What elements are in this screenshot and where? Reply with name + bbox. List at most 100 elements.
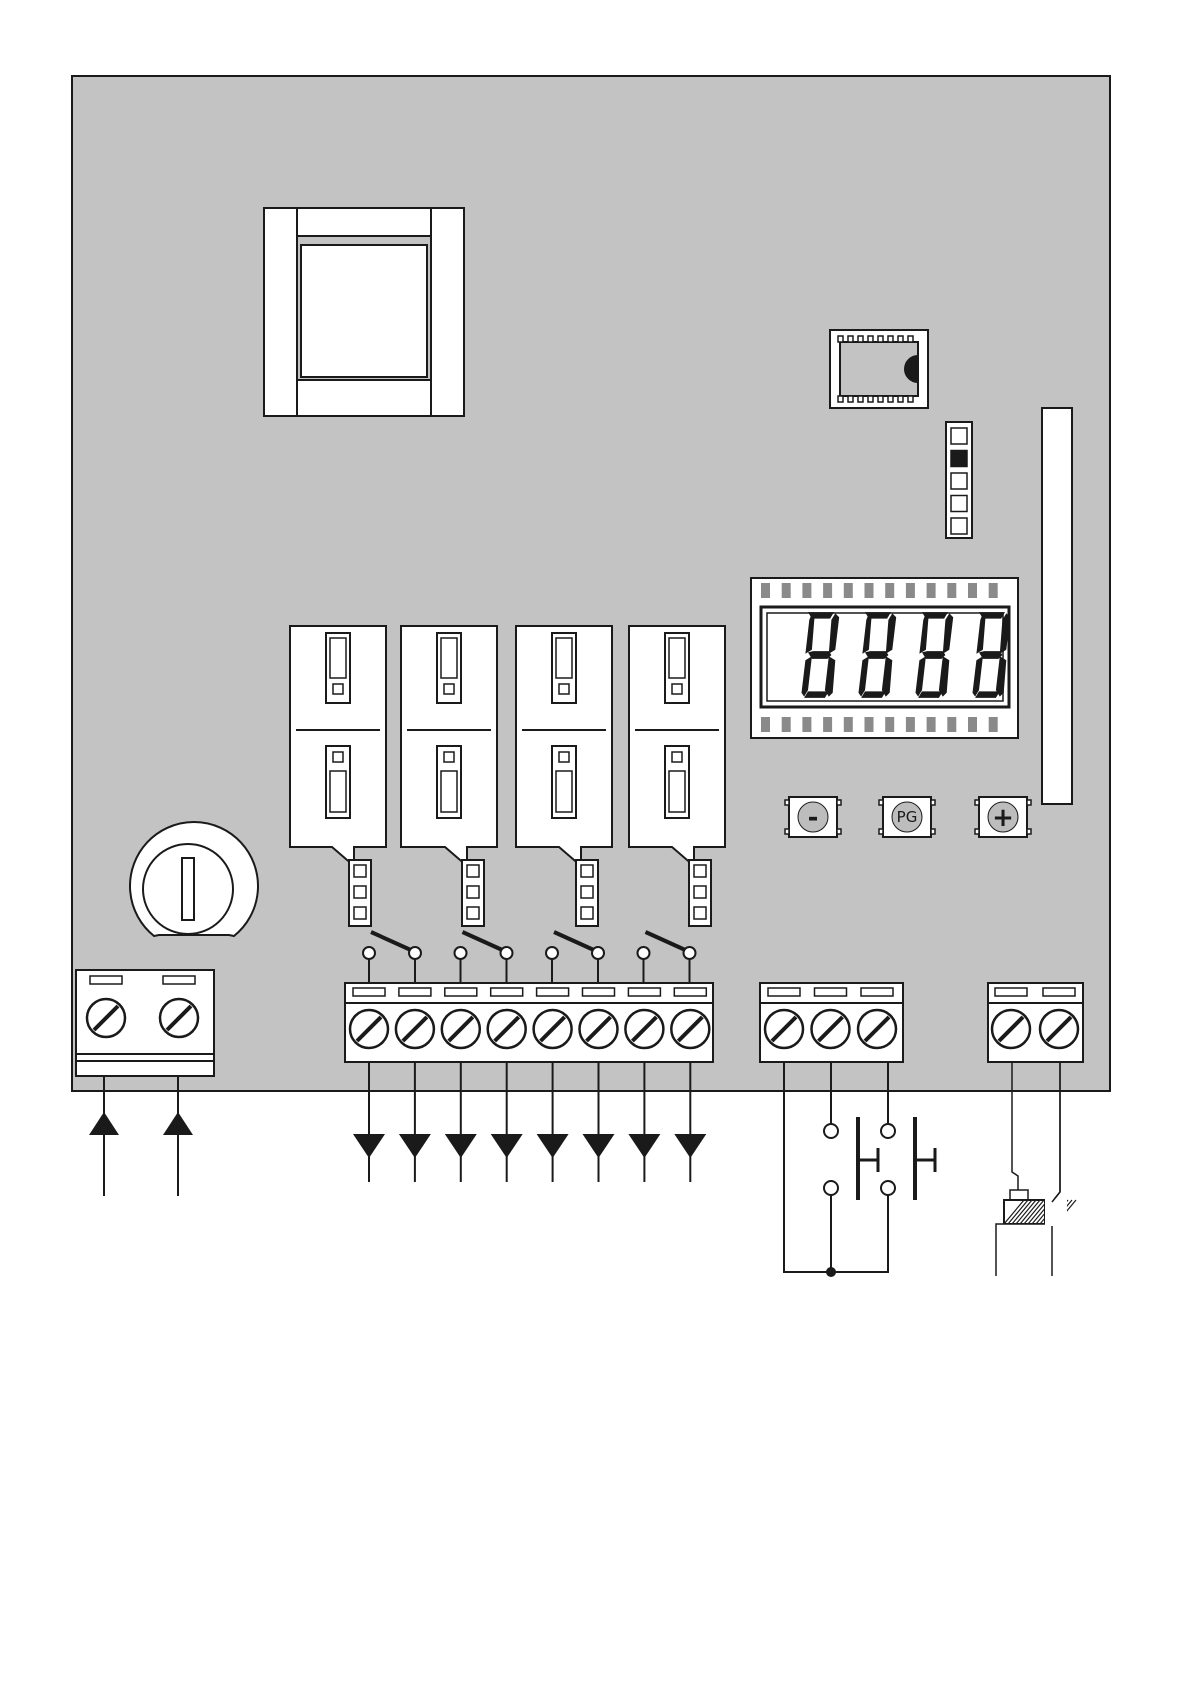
status-pin-header: [946, 422, 972, 538]
jumper-pin: [354, 907, 366, 919]
coax-cable-icon: [996, 1062, 1076, 1276]
display-pin: [947, 583, 956, 598]
switch-contact: [546, 947, 558, 959]
button-leg: [837, 800, 841, 805]
rotary-fuse-icon: [130, 822, 258, 936]
pin: [951, 473, 967, 489]
screw-icon[interactable]: [87, 999, 125, 1037]
button-contact: [881, 1124, 895, 1138]
pin-active: [951, 451, 967, 467]
ic-pin: [908, 336, 913, 342]
display-pin: [906, 717, 915, 732]
terminal-slot: [445, 988, 477, 996]
hatch-mask: [1045, 1198, 1067, 1226]
screw-icon[interactable]: [580, 1010, 618, 1048]
display-pin: [927, 583, 936, 598]
plus-icon: +: [992, 803, 1014, 833]
terminal-slot: [628, 988, 660, 996]
terminal-slot: [163, 976, 195, 984]
screw-icon[interactable]: [442, 1010, 480, 1048]
ic-pin: [838, 336, 843, 342]
display-segment: [975, 691, 1000, 698]
screw-icon[interactable]: [160, 999, 198, 1037]
power-input-wires: [89, 1076, 193, 1196]
display-segment: [804, 691, 829, 698]
display-pin: [968, 717, 977, 732]
terminal-block-push-buttons: [760, 983, 903, 1062]
display-segment: [922, 651, 945, 659]
jumper-pin: [467, 886, 479, 898]
terminal-slot: [674, 988, 706, 996]
display-pin: [865, 717, 874, 732]
jumper-pin: [467, 907, 479, 919]
jumper-cap: [441, 771, 457, 812]
display-pin: [844, 583, 853, 598]
screw-icon[interactable]: [992, 1010, 1030, 1048]
display-pin: [802, 583, 811, 598]
plus-button[interactable]: +: [975, 797, 1031, 837]
push-button-wiring: [784, 1062, 935, 1277]
screw-icon[interactable]: [534, 1010, 572, 1048]
jumper-cap: [669, 638, 685, 678]
terminal-block-antenna: [988, 983, 1083, 1062]
display-pin: [761, 583, 770, 598]
terminal-slot: [537, 988, 569, 996]
switch-contact: [592, 947, 604, 959]
push-button-icon: [824, 1117, 878, 1200]
jumper-pin: [354, 865, 366, 877]
screw-icon[interactable]: [858, 1010, 896, 1048]
seven-segment-display: [751, 578, 1018, 738]
screw-icon[interactable]: [488, 1010, 526, 1048]
display-pin: [823, 717, 832, 732]
jumper-cap: [669, 771, 685, 812]
jumper-pin: [581, 865, 593, 877]
switch-contact: [501, 947, 513, 959]
ic-pin: [888, 336, 893, 342]
terminal-slot: [768, 988, 800, 996]
button-leg: [837, 829, 841, 834]
jumper-pin: [333, 684, 343, 694]
junction-dot: [826, 1267, 836, 1277]
terminal-slot: [583, 988, 615, 996]
switch-contact: [638, 947, 650, 959]
button-leg: [879, 800, 883, 805]
arrow-down-icon: [674, 1134, 706, 1158]
screw-icon[interactable]: [625, 1010, 663, 1048]
display-pin: [906, 583, 915, 598]
ic-pin: [878, 336, 883, 342]
terminal-block-power-input: [76, 970, 214, 1076]
screw-icon[interactable]: [1040, 1010, 1078, 1048]
jumper-pin: [672, 752, 682, 762]
transformer-icon: [264, 208, 464, 416]
display-segment: [861, 691, 886, 698]
expansion-connector: [1042, 408, 1072, 804]
jumper-cap: [441, 638, 457, 678]
jumper-cap: [556, 771, 572, 812]
minus-button[interactable]: -: [785, 797, 841, 837]
display-pin: [885, 717, 894, 732]
button-leg: [785, 829, 789, 834]
jumper-pin: [444, 684, 454, 694]
screw-icon[interactable]: [812, 1010, 850, 1048]
screw-icon[interactable]: [350, 1010, 388, 1048]
ic-pin: [898, 396, 903, 402]
jumper-pin: [581, 907, 593, 919]
pin: [951, 496, 967, 512]
display-pin: [968, 583, 977, 598]
display-pin: [782, 583, 791, 598]
ic-pin: [888, 396, 893, 402]
jumper-pin: [581, 886, 593, 898]
screw-icon[interactable]: [765, 1010, 803, 1048]
screw-icon[interactable]: [396, 1010, 434, 1048]
pg-button[interactable]: PG: [879, 797, 935, 837]
display-pin: [823, 583, 832, 598]
jumper-cap: [330, 638, 346, 678]
ic-pin: [878, 396, 883, 402]
minus-icon: -: [808, 803, 819, 833]
arrow-down-icon: [353, 1134, 385, 1158]
display-pin: [865, 583, 874, 598]
button-label: PG: [897, 808, 918, 826]
arrow-down-icon: [491, 1134, 523, 1158]
screw-icon[interactable]: [671, 1010, 709, 1048]
display-pin: [782, 717, 791, 732]
